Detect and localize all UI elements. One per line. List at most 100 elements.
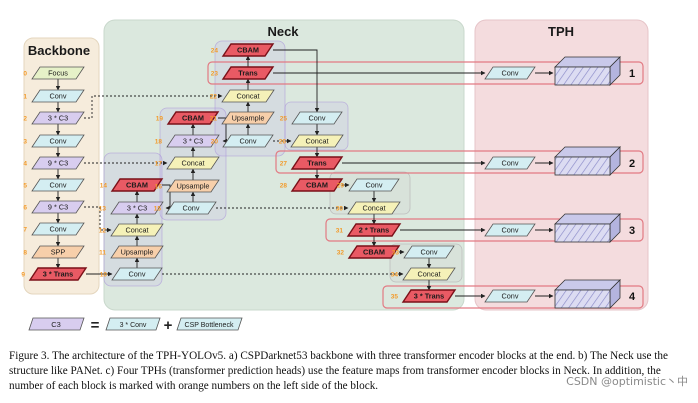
legend-c3-label: C3 — [51, 320, 61, 329]
block-6: 9 * C36 — [23, 200, 85, 214]
block-label: 3 * Trans — [43, 270, 73, 279]
block-index: 21 — [210, 116, 218, 123]
block-index: 33 — [392, 250, 400, 257]
connector — [162, 184, 171, 211]
block-index: 30 — [336, 206, 344, 213]
block-index: 13 — [99, 206, 107, 213]
figure-caption: Figure 3. The architecture of the TPH-YO… — [9, 350, 668, 392]
block-label: CBAM — [126, 181, 148, 190]
block-index: 34 — [391, 272, 399, 279]
block-label: Conv — [365, 181, 382, 190]
head-box-top — [554, 56, 621, 68]
block-index: 27 — [280, 161, 288, 168]
block-label: SPP — [51, 248, 66, 257]
connector — [218, 117, 228, 144]
block-index: 35 — [391, 294, 399, 301]
legend-csp-label: CSP Bottleneck — [185, 322, 234, 329]
block-label: 3 * C3 — [48, 114, 68, 123]
block-index: 23 — [211, 71, 219, 78]
block-index: 7 — [23, 227, 27, 234]
block-label: Upsample — [177, 182, 210, 191]
block-21: Upsample 21 — [210, 111, 275, 125]
head-conv-label: Conv — [501, 69, 518, 78]
head-number: 2 — [629, 158, 635, 170]
legend-equals: = — [91, 317, 100, 334]
block-index: 14 — [100, 183, 108, 190]
head-box-front — [554, 156, 611, 176]
block-label: 3 * Trans — [414, 292, 444, 301]
block-index: 25 — [280, 116, 288, 123]
block-index: 32 — [337, 250, 345, 257]
tph-band-2 — [275, 150, 644, 174]
block-index: 6 — [23, 205, 27, 212]
legend-conv-block — [105, 317, 161, 331]
head-box-top — [554, 213, 621, 225]
head-number: 3 — [629, 225, 635, 237]
tph-title: TPH — [548, 24, 574, 39]
block-label: Focus — [48, 69, 68, 78]
legend: C3 = 3 * Conv + CSP Bottleneck — [28, 317, 243, 334]
block-label: Conv — [128, 270, 145, 279]
block-label: Conv — [49, 137, 66, 146]
block-index: 17 — [155, 161, 163, 168]
legend-csp-block — [176, 317, 243, 331]
head-3: Conv 3 — [484, 213, 635, 243]
block-label: Upsample — [232, 114, 265, 123]
block-label: Concat — [181, 159, 204, 168]
block-31: 2 * Trans 31 — [336, 223, 402, 237]
connector-layer — [55, 49, 554, 299]
block-4: 9 * C34 — [23, 156, 85, 170]
connector — [273, 49, 320, 113]
block-label: Conv — [49, 92, 66, 101]
head-conv-label: Conv — [501, 292, 518, 301]
block-label: Concat — [125, 226, 148, 235]
block-label: 3 * C3 — [183, 137, 203, 146]
block-label: 9 * C3 — [48, 159, 68, 168]
block-14: CBAM 14 — [100, 178, 164, 192]
block-27: Trans 27 — [280, 156, 344, 170]
block-16: Upsample 16 — [155, 179, 220, 193]
block-label: CBAM — [237, 46, 259, 55]
block-17: Concat 17 — [155, 156, 220, 170]
block-label: 2 * Trans — [359, 226, 389, 235]
tph-band-1 — [207, 61, 644, 85]
head-conv-label: Conv — [501, 159, 518, 168]
head-conv-block — [484, 289, 536, 303]
backbone-title: Backbone — [28, 43, 90, 58]
block-label: Trans — [307, 159, 326, 168]
head-number: 1 — [629, 68, 635, 80]
head-box-top — [554, 279, 621, 291]
block-20: Conv 20 — [211, 134, 274, 148]
block-index: 28 — [280, 183, 288, 190]
block-index: 20 — [211, 139, 219, 146]
block-35: 3 * Trans 35 — [391, 289, 457, 303]
head-1: Conv 1 — [484, 56, 635, 86]
legend-plus: + — [164, 317, 173, 334]
head-box-top — [554, 146, 621, 158]
block-label: Conv — [239, 137, 256, 146]
connector — [84, 206, 112, 233]
block-index: 16 — [155, 184, 163, 191]
block-9: 3 * Trans 9 — [21, 267, 88, 281]
block-label: Concat — [305, 137, 328, 146]
block-index: 9 — [21, 272, 25, 279]
block-index: 31 — [336, 228, 344, 235]
head-conv-label: Conv — [501, 226, 518, 235]
block-index: 26 — [279, 139, 287, 146]
block-index: 5 — [23, 183, 27, 190]
neck-title: Neck — [267, 24, 299, 39]
block-label: Upsample — [121, 248, 154, 257]
